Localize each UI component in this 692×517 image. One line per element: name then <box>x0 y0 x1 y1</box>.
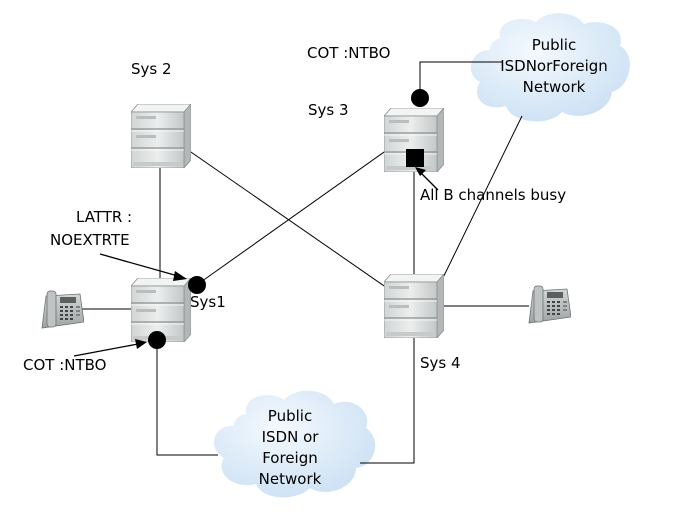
lattr-annotation-line2: NOEXTRTE <box>50 231 130 249</box>
sys4-pbx-icon <box>384 274 444 338</box>
cloud-bottom-line: Foreign <box>262 449 318 467</box>
cloud-top-shape <box>470 13 630 122</box>
cloud-bottom-shape <box>213 390 376 498</box>
sys3-label: Sys 3 <box>308 101 349 119</box>
cloud-top-label: Public ISDNorForeign Network <box>484 35 624 98</box>
link-sys4-cloud-top <box>436 115 523 291</box>
cloud-top-line: Network <box>522 78 586 96</box>
busy-arrow-line <box>419 171 439 191</box>
cloud-bottom-line: ISDN or <box>261 428 319 446</box>
link-sys1-cloud-bottom <box>156 346 218 456</box>
sys4-label: Sys 4 <box>420 354 461 372</box>
lattr-arrow-line <box>99 253 179 277</box>
cloud-top-line: Public <box>531 36 577 54</box>
phone-left-icon <box>41 290 84 329</box>
sys1-label: Sys1 <box>190 293 226 311</box>
cot-top-annotation: COT :NTBO <box>307 44 391 62</box>
busy-arrow-head <box>415 167 426 176</box>
link-sys1-sys3 <box>197 149 388 285</box>
lattr-arrow-head <box>173 271 187 281</box>
phone-right-icon <box>528 285 571 324</box>
link-cot-top-to-cloud <box>419 61 503 90</box>
lattr-annotation-line1: LATTR : <box>76 208 133 226</box>
busy-annotation: All B channels busy <box>420 186 567 204</box>
cloud-top-line: ISDNorForeign <box>500 57 608 75</box>
cot-bottom-annotation: COT :NTBO <box>23 356 107 374</box>
cot-bottom-marker <box>148 331 166 349</box>
cot-top-marker <box>411 89 429 107</box>
sys2-pbx-icon <box>131 104 191 168</box>
cloud-bottom-line: Network <box>258 470 322 488</box>
lattr-marker <box>188 276 206 294</box>
busy-marker <box>406 149 424 167</box>
cot-bottom-arrow-line <box>73 343 139 357</box>
cot-bottom-arrow-head <box>135 339 147 349</box>
cloud-bottom-label: Public ISDN or Foreign Network <box>230 406 350 490</box>
cloud-bottom-line: Public <box>267 407 313 425</box>
link-cloud-bottom-sys4 <box>360 338 415 464</box>
sys2-label: Sys 2 <box>131 60 172 78</box>
